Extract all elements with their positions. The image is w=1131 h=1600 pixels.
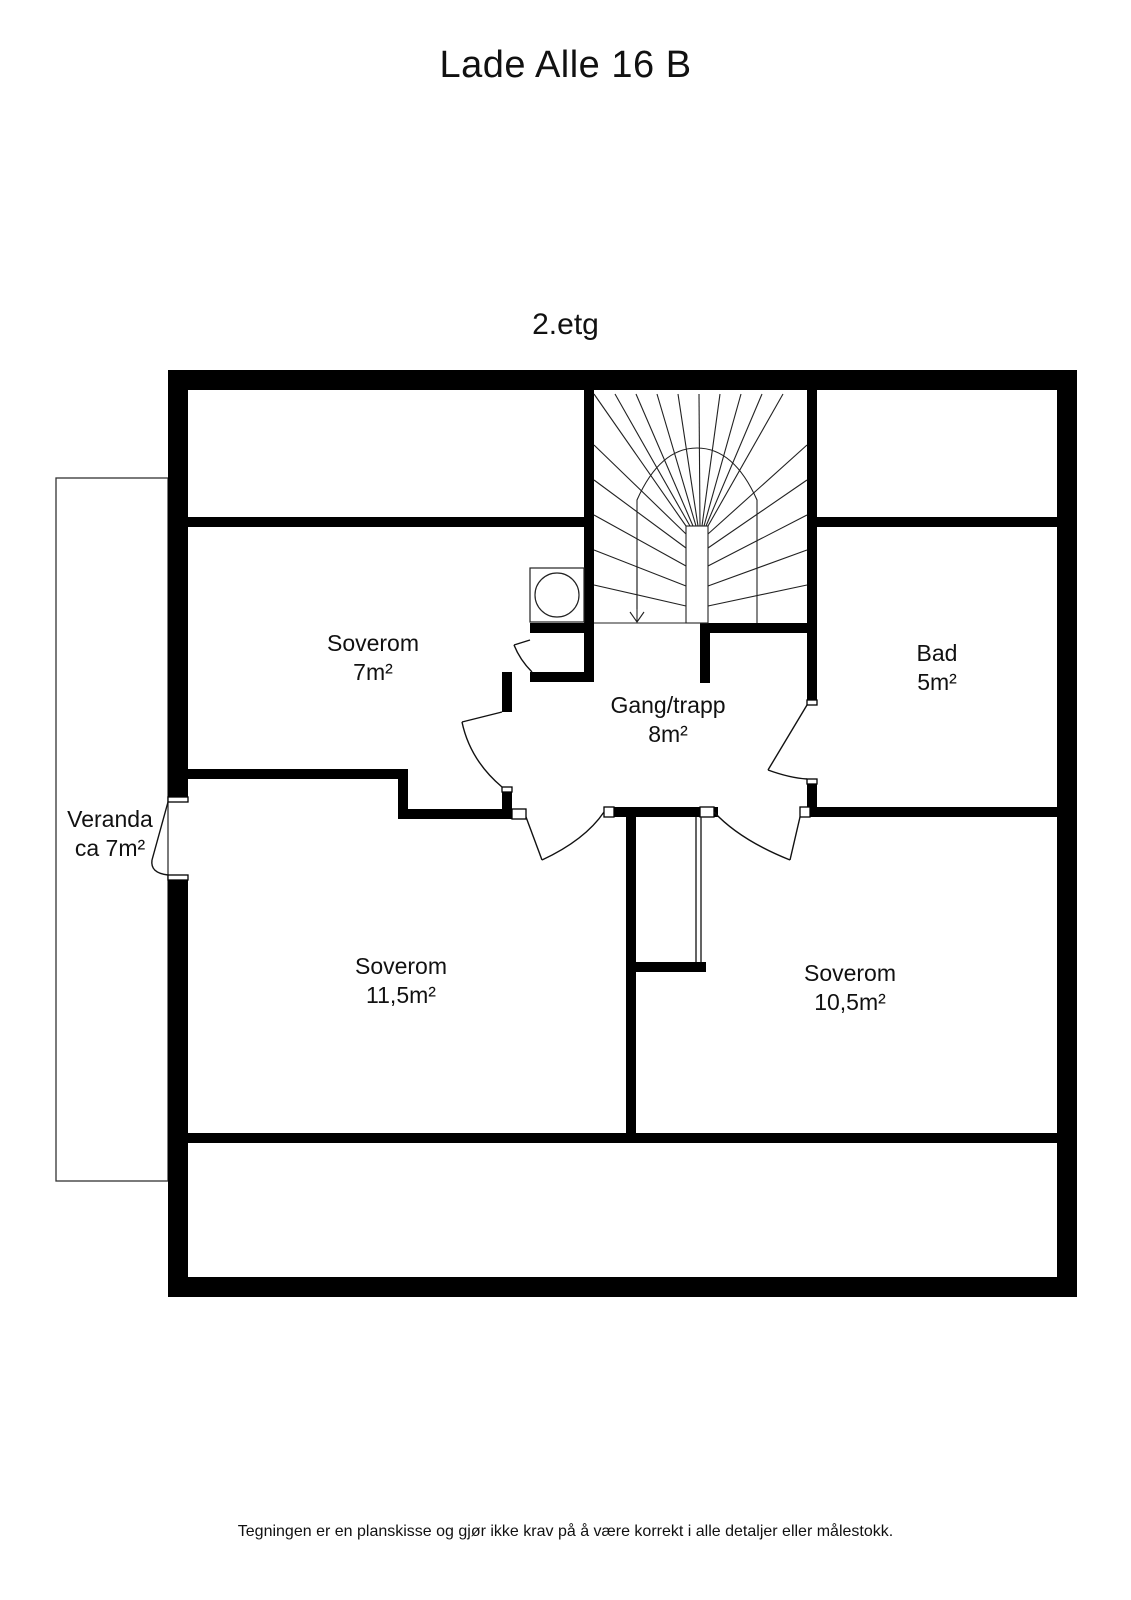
washing-machine bbox=[529, 567, 585, 623]
exterior-walls bbox=[168, 370, 1077, 1297]
room-label: Soverom 11,5m² bbox=[354, 953, 448, 1008]
veranda-outline bbox=[55, 477, 169, 1182]
sliding-doors bbox=[695, 817, 702, 962]
room-label: Soverom 10,5m² bbox=[803, 960, 897, 1015]
stair bbox=[593, 393, 808, 624]
floor-label: 2.etg bbox=[532, 308, 599, 341]
plan-title: Lade Alle 16 B bbox=[439, 44, 692, 86]
room-label: Soverom 7m² bbox=[326, 630, 420, 685]
room-label: Gang/trapp 8m² bbox=[610, 692, 726, 747]
door-swings bbox=[151, 639, 808, 876]
room-label: Bad 5m² bbox=[916, 640, 958, 695]
disclaimer-note: Tegningen er en planskisse og gjør ikke … bbox=[237, 1523, 894, 1540]
room-label: Veranda ca 7m² bbox=[67, 806, 153, 861]
interior-walls bbox=[188, 390, 1057, 1143]
